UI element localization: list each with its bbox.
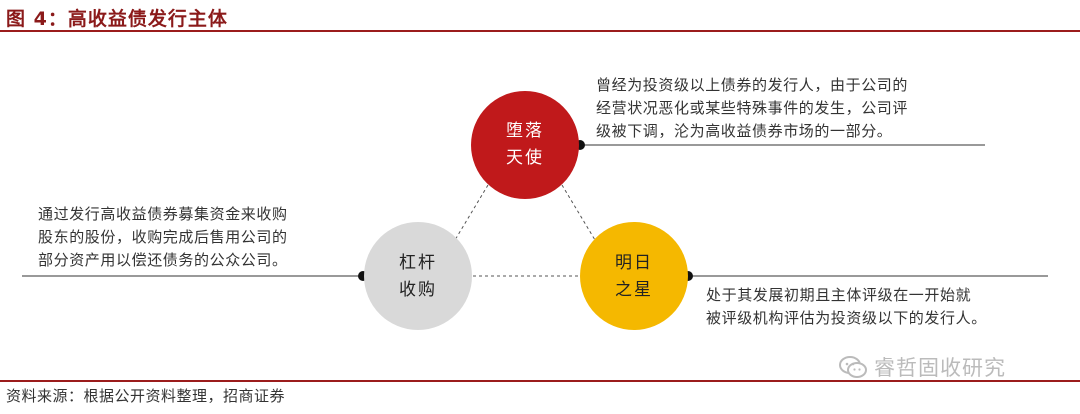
rising-star-description: 处于其发展初期且主体评级在一开始就 被评级机构评估为投资级以下的发行人。 xyxy=(706,284,987,330)
fallen-angel-desc-line: 经营状况恶化或某些特殊事件的发生，公司评 xyxy=(596,99,909,117)
watermark-text: 睿哲固收研究 xyxy=(874,356,1006,380)
leverage-description: 通过发行高收益债券募集资金来收购 股东的股份，收购完成后售用公司的 部分资产用以… xyxy=(38,203,288,272)
figure-title: 图 4：高收益债发行主体 xyxy=(6,8,228,30)
leverage-label-line1: 杠杆 xyxy=(399,253,437,273)
connector-fallen-leverage xyxy=(451,184,489,246)
fallen-angel-desc-line: 曾经为投资级以上债券的发行人，由于公司的 xyxy=(596,76,909,94)
leverage-label-line2: 收购 xyxy=(399,280,437,300)
connector-fallen-rising xyxy=(561,184,599,246)
leverage-desc-line: 部分资产用以偿还债务的公众公司。 xyxy=(38,251,288,269)
fallen-angel-label-line1: 堕落 xyxy=(506,121,544,141)
bottom-rule xyxy=(0,380,1080,382)
fallen-angel-label-line2: 天使 xyxy=(506,148,544,168)
leverage-desc-line: 股东的股份，收购完成后售用公司的 xyxy=(38,228,288,246)
fallen-angel-label: 堕落 天使 xyxy=(485,118,565,172)
wechat-icon xyxy=(839,356,867,378)
rising-star-label: 明日 之星 xyxy=(594,250,674,304)
fallen-angel-description: 曾经为投资级以上债券的发行人，由于公司的 经营状况恶化或某些特殊事件的发生，公司… xyxy=(596,74,908,143)
watermark: 睿哲固收研究 xyxy=(838,352,1006,382)
rising-star-label-line1: 明日 xyxy=(615,253,653,273)
leverage-desc-line: 通过发行高收益债券募集资金来收购 xyxy=(38,205,288,223)
rising-star-desc-line: 被评级机构评估为投资级以下的发行人。 xyxy=(706,309,987,327)
top-rule xyxy=(0,30,1080,32)
source-note: 资料来源：根据公开资料整理，招商证券 xyxy=(6,387,286,405)
rising-star-circle xyxy=(580,222,688,330)
fallen-angel-desc-line: 级被下调，沦为高收益债券市场的一部分。 xyxy=(596,122,893,140)
rising-star-label-line2: 之星 xyxy=(615,280,653,300)
rising-star-desc-line: 处于其发展初期且主体评级在一开始就 xyxy=(706,286,972,304)
leverage-circle xyxy=(364,222,472,330)
fallen-angel-circle xyxy=(471,91,579,199)
leverage-label: 杠杆 收购 xyxy=(378,250,458,304)
